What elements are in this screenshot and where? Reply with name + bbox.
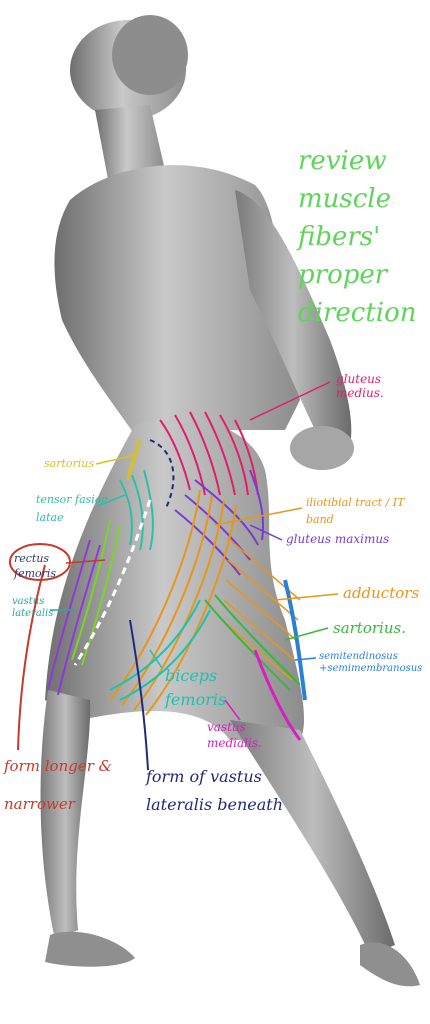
leader-sartorius — [95, 454, 136, 465]
note-form-vastus-lateralis: form of vastus lateralis beneath — [146, 767, 284, 814]
leader-sartorius-lower — [284, 627, 329, 641]
front-foot — [45, 931, 135, 967]
adductors-fibers — [221, 539, 301, 681]
label-sartorius-lower: sartorius. — [333, 619, 406, 637]
label-adductors: adductors — [343, 584, 420, 602]
label-vastus-lateralis: vastus lateralis — [12, 596, 54, 619]
vastus-lateralis-fibers — [47, 539, 101, 696]
note-form-longer: form longer & narrower — [4, 757, 113, 813]
leader-lines — [17, 381, 339, 771]
label-sartorius-upper: sartorius — [44, 457, 95, 470]
label-gluteus-medius: gluteus medius. — [336, 372, 384, 400]
rectus-femoris-circle — [9, 543, 71, 581]
leader-gluteus-medius — [249, 381, 331, 421]
vastus-medialis-outline — [253, 649, 302, 741]
leader-adductors — [274, 593, 339, 601]
semitendinosus-outline — [283, 579, 307, 701]
muscle-annotations — [47, 411, 307, 741]
form-dashed-line — [73, 499, 152, 666]
hip-thigh — [45, 418, 305, 740]
rectus-femoris-fibers — [71, 519, 121, 666]
label-gluteus-maximus: gluteus maximus — [286, 532, 390, 546]
leader-rectus — [65, 559, 106, 564]
leader-vastus-medialis — [224, 699, 241, 721]
label-rectus-femoris: rectus femoris — [14, 552, 57, 580]
torso — [54, 165, 300, 435]
label-biceps-femoris: biceps femoris — [165, 666, 227, 709]
hands — [290, 426, 354, 470]
leader-form-blue — [129, 619, 149, 771]
tensor-fibers — [119, 469, 154, 551]
front-leg — [40, 690, 91, 940]
label-iliotibial-tract: iliotibial tract / IT band — [306, 496, 405, 526]
label-tensor-fasciae-latae: tensor fasiae latae — [36, 493, 108, 524]
body-silhouette — [40, 15, 420, 987]
label-semitendinosus: semitendinosus +semimembranosus — [319, 651, 423, 674]
it-band-fibers — [109, 489, 237, 716]
leader-form-red — [17, 564, 46, 751]
sartorius-upper-fibers — [126, 439, 142, 481]
sartorius-lower-fibers — [204, 594, 301, 691]
leader-semi — [294, 657, 317, 661]
back-leg — [230, 720, 395, 955]
back-foot — [360, 942, 420, 987]
leader-gluteus-maximus — [249, 524, 283, 541]
hair — [112, 15, 188, 95]
review-note: review muscle fibers' proper direction — [298, 146, 417, 328]
biceps-femoris-fibers — [109, 599, 211, 701]
label-vastus-medialis: vastus medialis. — [207, 720, 262, 750]
gluteus-dashed-outline — [149, 439, 175, 511]
leader-it-band — [214, 507, 303, 526]
leader-tensor — [97, 494, 126, 507]
arm — [235, 190, 352, 445]
leader-biceps — [149, 649, 163, 669]
